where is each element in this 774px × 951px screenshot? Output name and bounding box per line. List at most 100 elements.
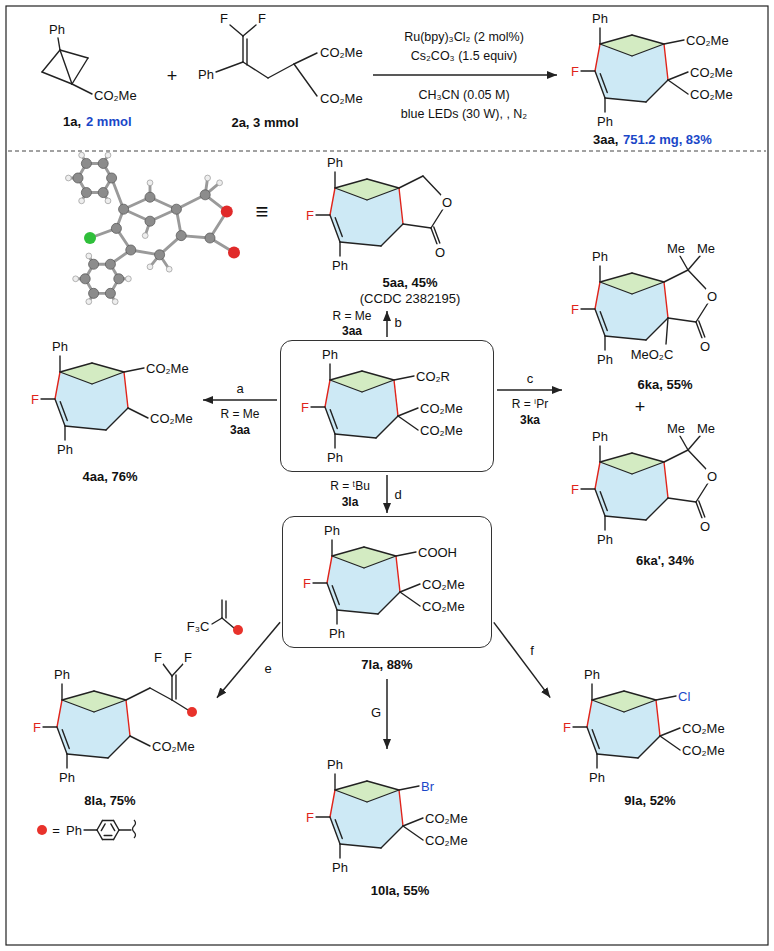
compound-label: 6ka', 34% xyxy=(635,553,695,568)
atom-label: Ph xyxy=(596,114,614,129)
h-atom xyxy=(112,299,118,305)
bond xyxy=(668,318,696,322)
c-atom xyxy=(155,250,165,260)
compound-label: 6ka, 55% xyxy=(637,377,694,392)
bond xyxy=(423,176,441,195)
h-atom xyxy=(142,233,148,239)
atom-label: CO₂Me xyxy=(149,411,194,426)
bond xyxy=(330,817,340,844)
bond xyxy=(399,790,403,826)
bond xyxy=(599,28,600,44)
compound-label: 2 mmol xyxy=(85,114,133,129)
atom-label: Ph xyxy=(48,22,66,37)
ring-fill xyxy=(60,363,124,384)
bond xyxy=(94,700,126,712)
ring-fill xyxy=(332,547,396,568)
compound-structure: PhFPhCO₂MeCO₂MeCO₂Me3aa,751.2 mg, 83% xyxy=(560,8,760,149)
bond xyxy=(55,399,65,426)
ring-fill xyxy=(600,35,664,56)
bond xyxy=(332,556,364,568)
step-letter: a xyxy=(235,381,244,396)
bond xyxy=(72,58,88,84)
bond xyxy=(632,44,664,56)
bond xyxy=(592,700,624,712)
bond xyxy=(656,696,676,700)
bond xyxy=(396,552,416,556)
bond xyxy=(119,829,131,830)
bond xyxy=(150,688,172,700)
atom-label: CO₂Me xyxy=(689,87,734,102)
bond xyxy=(600,35,632,44)
bond xyxy=(592,730,599,749)
compound-structure: PhFPhOO5aa, 45%(CCDC 2382195) xyxy=(290,152,480,308)
atom-label: CO₂Me xyxy=(93,88,138,103)
bond xyxy=(216,62,243,72)
bond xyxy=(381,826,403,848)
bond xyxy=(124,368,144,372)
atom-label: Ph xyxy=(323,523,341,538)
bond xyxy=(400,592,420,606)
atom-label: CO₂Me xyxy=(689,65,734,80)
bond xyxy=(329,364,330,380)
bond xyxy=(668,498,696,502)
bond xyxy=(330,790,335,817)
h-atom xyxy=(79,152,85,158)
bond xyxy=(688,450,706,469)
substrate-note: R = Me xyxy=(219,407,260,421)
bond xyxy=(330,188,335,215)
bond xyxy=(398,416,418,430)
atom-label: Ph xyxy=(197,67,215,82)
bond xyxy=(378,592,400,614)
h-atom xyxy=(126,276,132,282)
h-atom xyxy=(217,180,223,186)
atom-label: Br xyxy=(420,779,435,794)
bond xyxy=(335,790,367,802)
bond xyxy=(57,727,67,754)
atom-label: CO₂Me xyxy=(419,401,464,416)
bond xyxy=(230,25,243,36)
c-atom xyxy=(81,158,91,168)
c-atom xyxy=(89,288,99,298)
h-atom xyxy=(147,264,153,270)
c-atom xyxy=(200,190,210,200)
c-atom xyxy=(80,274,90,284)
atom-label: CO₂Me xyxy=(145,361,190,376)
atom-label: F xyxy=(570,64,580,79)
bond xyxy=(587,727,597,754)
atom-label: F xyxy=(300,400,310,415)
bond xyxy=(294,53,317,64)
atom-label: Ph xyxy=(326,155,344,170)
bond xyxy=(332,547,364,556)
bond xyxy=(696,303,708,322)
bond xyxy=(62,700,94,712)
atom-label: Me xyxy=(666,421,686,436)
atom-label: CO₂Me xyxy=(419,423,464,438)
bond xyxy=(376,416,398,438)
h-atom xyxy=(66,175,72,181)
h-atom xyxy=(105,198,111,204)
atom-label: O xyxy=(706,289,718,304)
bond xyxy=(599,446,600,462)
bond xyxy=(646,498,668,520)
bond xyxy=(111,824,115,831)
compound-structure: FFPhCO₂MeCO₂Me2a, 3 mmol xyxy=(188,6,370,136)
atom-label: Ph xyxy=(58,770,76,785)
atom-label: Cl xyxy=(677,689,691,704)
bond xyxy=(43,726,57,727)
bond xyxy=(399,188,403,224)
bond xyxy=(394,380,398,416)
bond xyxy=(624,691,656,700)
bond xyxy=(364,547,396,556)
bond xyxy=(431,228,437,244)
compound-label: 751.2 mg, 83% xyxy=(622,132,713,147)
ring-fill xyxy=(595,453,668,520)
atom-label: Ph xyxy=(331,860,349,875)
wavy-bond xyxy=(133,820,136,838)
ring-fill xyxy=(592,691,656,712)
atom-label: O xyxy=(706,469,718,484)
bond xyxy=(688,270,706,289)
bond xyxy=(337,610,378,614)
atom-label: Ph xyxy=(588,770,606,785)
h-atom xyxy=(86,299,92,305)
bond xyxy=(60,363,92,372)
